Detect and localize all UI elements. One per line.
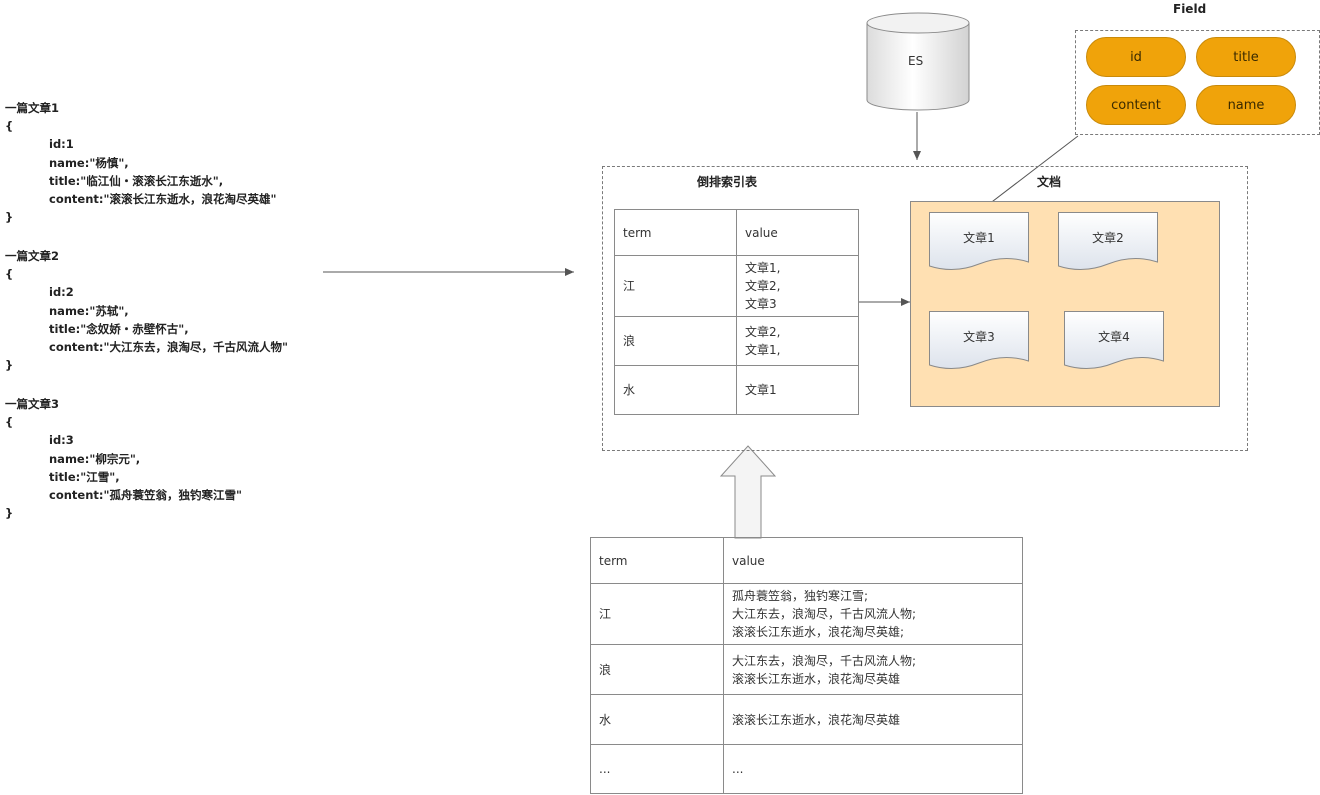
document-icon (929, 212, 1029, 270)
document-icon (929, 311, 1029, 369)
source-term-table: term value 江 孤舟蓑笠翁，独钓寒江雪; 大江东去，浪淘尽，千古风流人… (590, 537, 1023, 794)
documents-panel: 文章1 文章2 文章3 文章4 (910, 201, 1220, 407)
arrow-field-to-doc (979, 135, 1079, 212)
article-3: 一篇文章3 { id:3 name:"柳宗元", title:"江雪", con… (5, 395, 242, 522)
value-line: 文章1, (745, 261, 781, 275)
value-line: 滚滚长江东逝水，浪花淘尽英雄 (732, 712, 901, 727)
article-field: content:"滚滚长江东逝水，浪花淘尽英雄" (49, 192, 277, 207)
article-field: name:"杨慎", (49, 155, 129, 170)
article-field: content:"孤舟蓑笠翁，独钓寒江雪" (49, 488, 242, 503)
term-cell: 江 (614, 255, 737, 317)
article-heading: 一篇文章1 (5, 101, 60, 115)
document-icon (1064, 311, 1164, 369)
table-row: 江 文章1, 文章2, 文章3 (614, 255, 859, 317)
field-pill-title: title (1196, 37, 1296, 77)
value-cell: ... (723, 744, 1023, 794)
field-pill-name: name (1196, 85, 1296, 125)
value-cell: 大江东去，浪淘尽，千古风流人物; 滚滚长江东逝水，浪花淘尽英雄 (723, 644, 1023, 695)
value-line: 文章1, (745, 343, 781, 357)
header-value: value (736, 209, 859, 256)
document-label: 文章4 (1098, 329, 1130, 344)
field-box: id title content name (1075, 30, 1320, 135)
value-line: 大江东去，浪淘尽，千古风流人物; (732, 653, 917, 668)
index-container (602, 166, 1248, 451)
header-term: term (590, 537, 724, 584)
article-field: name:"苏轼", (49, 303, 129, 318)
document-card: 文章4 (1064, 311, 1164, 373)
documents-title: 文档 (1037, 175, 1062, 189)
value-line: 大江东去，浪淘尽，千古风流人物; (732, 607, 917, 621)
header-value: value (723, 537, 1023, 584)
value-line: 滚滚长江东逝水，浪花淘尽英雄; (732, 625, 905, 639)
field-pill-content: content (1086, 85, 1186, 125)
table-row: 浪 文章2, 文章1, (614, 316, 859, 366)
field-pill-id: id (1086, 37, 1186, 77)
article-field: name:"柳宗元", (49, 451, 141, 466)
brace-open: { (5, 119, 14, 134)
document-icon (1058, 212, 1158, 270)
article-field: title:"临江仙・滚滚长江东逝水", (49, 173, 224, 188)
value-line: 孤舟蓑笠翁，独钓寒江雪; (732, 589, 869, 603)
term-cell: ... (590, 744, 724, 794)
article-field: id:1 (49, 137, 74, 152)
value-line: 文章1 (745, 383, 777, 397)
document-card: 文章3 (929, 311, 1029, 373)
value-cell: 孤舟蓑笠翁，独钓寒江雪; 大江东去，浪淘尽，千古风流人物; 滚滚长江东逝水，浪花… (723, 583, 1023, 645)
document-card: 文章1 (929, 212, 1029, 274)
term-cell: 浪 (614, 316, 737, 366)
value-line: 文章2, (745, 325, 781, 339)
value-line: ... (732, 762, 744, 776)
inverted-index-table: term value 江 文章1, 文章2, 文章3 浪 文章2, 文章1, 水… (614, 209, 859, 415)
value-line: 滚滚长江东逝水，浪花淘尽英雄 (732, 671, 901, 686)
up-arrow-source-to-index (719, 445, 777, 539)
table-row: 水 滚滚长江东逝水，浪花淘尽英雄 (590, 694, 1023, 745)
brace-close: } (5, 210, 14, 225)
document-label: 文章1 (963, 230, 995, 245)
article-field: title:"江雪", (49, 469, 120, 484)
article-heading: 一篇文章3 (5, 397, 60, 411)
es-label: ES (908, 54, 924, 68)
field-box-title: Field (1173, 2, 1207, 16)
article-field: id:3 (49, 433, 74, 448)
value-cell: 滚滚长江东逝水，浪花淘尽英雄 (723, 694, 1023, 745)
table-header-row: term value (614, 209, 859, 256)
value-line: 文章2, (745, 279, 781, 293)
document-card: 文章2 (1058, 212, 1158, 274)
article-field: title:"念奴娇・赤壁怀古", (49, 321, 189, 336)
table-row: 浪 大江东去，浪淘尽，千古风流人物; 滚滚长江东逝水，浪花淘尽英雄 (590, 644, 1023, 695)
article-heading: 一篇文章2 (5, 249, 60, 263)
article-1: 一篇文章1 { id:1 name:"杨慎", title:"临江仙・滚滚长江东… (5, 99, 276, 226)
article-2: 一篇文章2 { id:2 name:"苏轼", title:"念奴娇・赤壁怀古"… (5, 247, 288, 374)
value-cell: 文章2, 文章1, (736, 316, 859, 366)
article-field: content:"大江东去，浪淘尽，千古风流人物" (49, 340, 288, 355)
brace-open: { (5, 267, 14, 282)
term-cell: 江 (590, 583, 724, 645)
value-cell: 文章1 (736, 365, 859, 415)
value-line: 文章3 (745, 297, 777, 311)
term-cell: 浪 (590, 644, 724, 695)
document-label: 文章3 (963, 329, 995, 344)
document-label: 文章2 (1092, 230, 1124, 245)
brace-open: { (5, 415, 14, 430)
brace-close: } (5, 358, 14, 373)
header-term: term (614, 209, 737, 256)
term-cell: 水 (614, 365, 737, 415)
term-cell: 水 (590, 694, 724, 745)
table-row: ... ... (590, 744, 1023, 794)
table-header-row: term value (590, 537, 1023, 584)
inverted-index-title: 倒排索引表 (697, 175, 758, 189)
table-row: 江 孤舟蓑笠翁，独钓寒江雪; 大江东去，浪淘尽，千古风流人物; 滚滚长江东逝水，… (590, 583, 1023, 645)
table-row: 水 文章1 (614, 365, 859, 415)
article-field: id:2 (49, 285, 74, 300)
brace-close: } (5, 506, 14, 521)
value-cell: 文章1, 文章2, 文章3 (736, 255, 859, 317)
es-database-icon (866, 12, 970, 111)
